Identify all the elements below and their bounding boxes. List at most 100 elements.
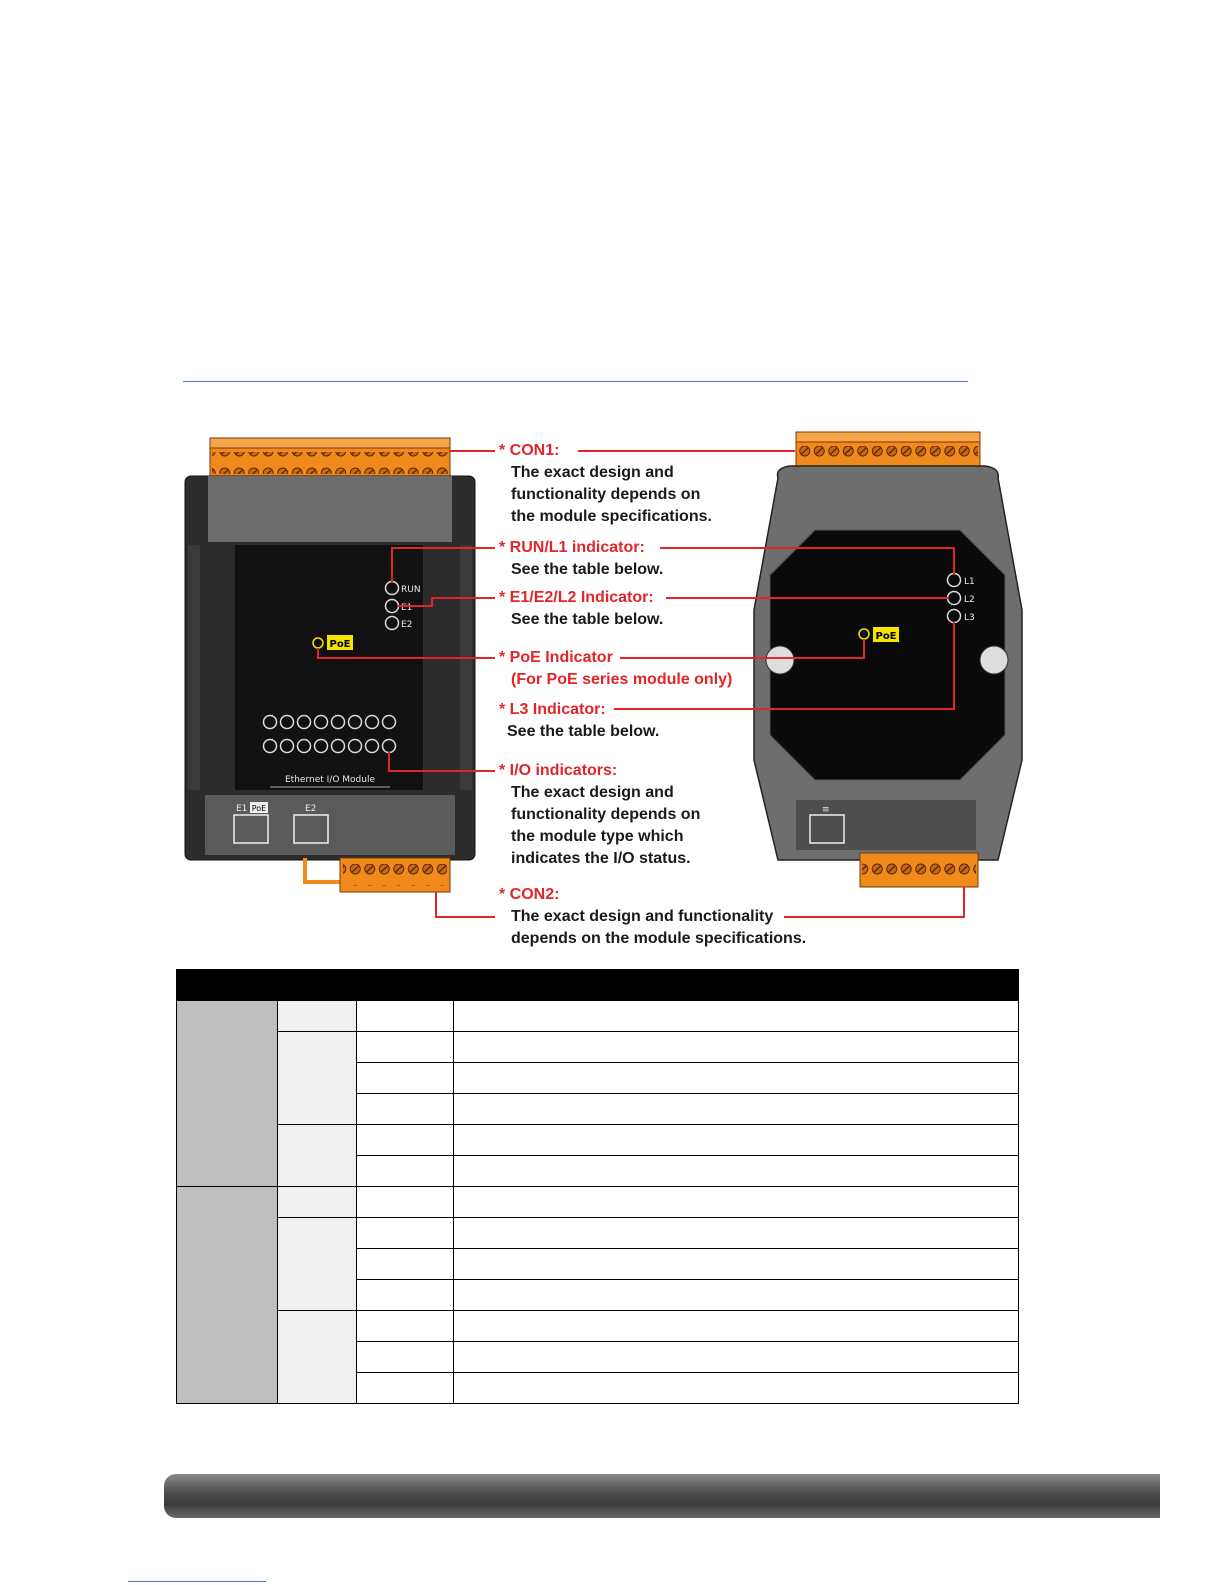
callout-con1-head: * CON1: xyxy=(499,442,560,459)
leader-lines xyxy=(317,450,965,918)
footer-rule xyxy=(128,1581,266,1582)
port2-label: E2 xyxy=(305,804,316,814)
table-cell xyxy=(277,1310,357,1404)
mounting-screw-right-icon xyxy=(979,645,1009,675)
table-cell xyxy=(277,1217,357,1311)
table-cell xyxy=(453,1000,1019,1032)
led-label-e1: E1 xyxy=(401,603,412,613)
table-cell xyxy=(356,1031,454,1063)
table-cell xyxy=(356,1248,454,1280)
table-group-cell xyxy=(176,1186,278,1404)
table-cell xyxy=(356,1186,454,1218)
callout-line: See the table below. xyxy=(511,561,664,578)
callout-e1: * E1/E2/L2 Indicator: See the table belo… xyxy=(499,587,663,631)
callout-io-head: * I/O indicators: xyxy=(499,762,618,779)
table-cell xyxy=(453,1341,1019,1373)
callout-poe-head: * PoE Indicator xyxy=(499,649,613,666)
table-group-cell xyxy=(176,1000,278,1187)
table-cell xyxy=(453,1279,1019,1311)
table-cell xyxy=(356,1062,454,1094)
callout-poe-sub: (For PoE series module only) xyxy=(511,671,733,688)
table-cell xyxy=(453,1093,1019,1125)
callout-line: indicates the I/O status. xyxy=(511,850,691,867)
callout-con1: * CON1: The exact design and functionali… xyxy=(499,440,712,528)
table-cell xyxy=(453,1155,1019,1187)
table-row xyxy=(177,1124,1019,1187)
table-cell xyxy=(356,1279,454,1311)
right-module: L1 L2 L3 PoE ≡ xyxy=(753,431,1023,888)
callout-line: the module type which xyxy=(511,828,684,845)
callout-io: * I/O indicators: The exact design and f… xyxy=(499,760,700,870)
table-cell xyxy=(356,1217,454,1249)
table-cell xyxy=(356,1372,454,1404)
footer-bar xyxy=(164,1474,1160,1518)
right-poe-badge: PoE xyxy=(875,631,896,642)
ethernet-port-e2-icon xyxy=(293,814,329,844)
left-led-group: RUN E1 E2 xyxy=(384,580,421,631)
callout-line: depends on the module specifications. xyxy=(511,930,807,947)
table-row xyxy=(176,1000,1019,1187)
callout-l3: * L3 Indicator: See the table below. xyxy=(499,699,659,743)
table-cell xyxy=(453,1248,1019,1280)
table-cell xyxy=(356,1093,454,1125)
left-module: Ethernet I/O Module RUN E1 E2 PoE E1 PoE… xyxy=(184,437,476,893)
callout-line: functionality depends on xyxy=(511,486,701,503)
table-cell xyxy=(453,1186,1019,1218)
port1-badge: PoE xyxy=(252,804,267,813)
module-figure: Ethernet I/O Module RUN E1 E2 PoE E1 PoE… xyxy=(184,431,1023,918)
table-cell xyxy=(277,1124,357,1187)
callout-line: The exact design and xyxy=(511,464,674,481)
table-cell xyxy=(453,1031,1019,1063)
callout-con2: * CON2: The exact design and functionali… xyxy=(499,884,806,950)
table-row xyxy=(176,1186,1019,1404)
table-cell xyxy=(356,1155,454,1187)
led-label-l1: L1 xyxy=(964,577,975,587)
callout-con2-head: * CON2: xyxy=(499,886,560,903)
callout-line: See the table below. xyxy=(511,611,664,628)
callout-run: * RUN/L1 indicator: See the table below. xyxy=(499,537,663,581)
mounting-screw-left-icon xyxy=(765,645,795,675)
table-header-row xyxy=(176,969,1019,1001)
io-led-grid xyxy=(262,714,397,754)
callout-run-head: * RUN/L1 indicator: xyxy=(499,539,645,556)
callout-line: The exact design and functionality xyxy=(511,908,774,925)
led-label-l2: L2 xyxy=(964,595,975,605)
callout-line: the module specifications. xyxy=(511,508,712,525)
led-label-l3: L3 xyxy=(964,613,975,623)
callout-line: functionality depends on xyxy=(511,806,701,823)
table-row xyxy=(177,1093,1019,1125)
right-port-label: ≡ xyxy=(822,805,830,815)
table-cell xyxy=(453,1217,1019,1249)
indicator-status-table xyxy=(176,969,1019,1404)
table-row xyxy=(177,1310,1019,1404)
table-cell xyxy=(277,1000,357,1032)
ethernet-port-e1-icon xyxy=(233,814,269,844)
callout-line: See the table below. xyxy=(507,723,660,740)
table-row xyxy=(177,1031,1019,1125)
table-cell xyxy=(453,1062,1019,1094)
table-row xyxy=(177,1217,1019,1311)
e2-led-icon xyxy=(384,615,400,631)
callout-e1-head: * E1/E2/L2 Indicator: xyxy=(499,589,654,606)
table-cell xyxy=(277,1186,357,1218)
led-label-run: RUN xyxy=(401,585,421,595)
top-rule xyxy=(183,381,968,382)
callout-line: The exact design and xyxy=(511,784,674,801)
ethernet-port-icon xyxy=(809,814,845,844)
table-cell xyxy=(453,1310,1019,1342)
poe-badge: PoE xyxy=(329,639,350,650)
table-cell xyxy=(277,1031,357,1125)
table-cell xyxy=(453,1372,1019,1404)
table-cell xyxy=(356,1124,454,1156)
panel-label: Ethernet I/O Module xyxy=(285,775,375,785)
table-cell xyxy=(453,1124,1019,1156)
table-row xyxy=(177,1341,1019,1373)
table-row xyxy=(177,1372,1019,1404)
callout-poe: * PoE Indicator (For PoE series module o… xyxy=(499,647,732,691)
table-cell xyxy=(356,1000,454,1032)
table-cell xyxy=(356,1310,454,1342)
table-cell xyxy=(356,1341,454,1373)
led-label-e2: E2 xyxy=(401,620,412,630)
callout-l3-head: * L3 Indicator: xyxy=(499,701,606,718)
table-row xyxy=(177,1248,1019,1280)
